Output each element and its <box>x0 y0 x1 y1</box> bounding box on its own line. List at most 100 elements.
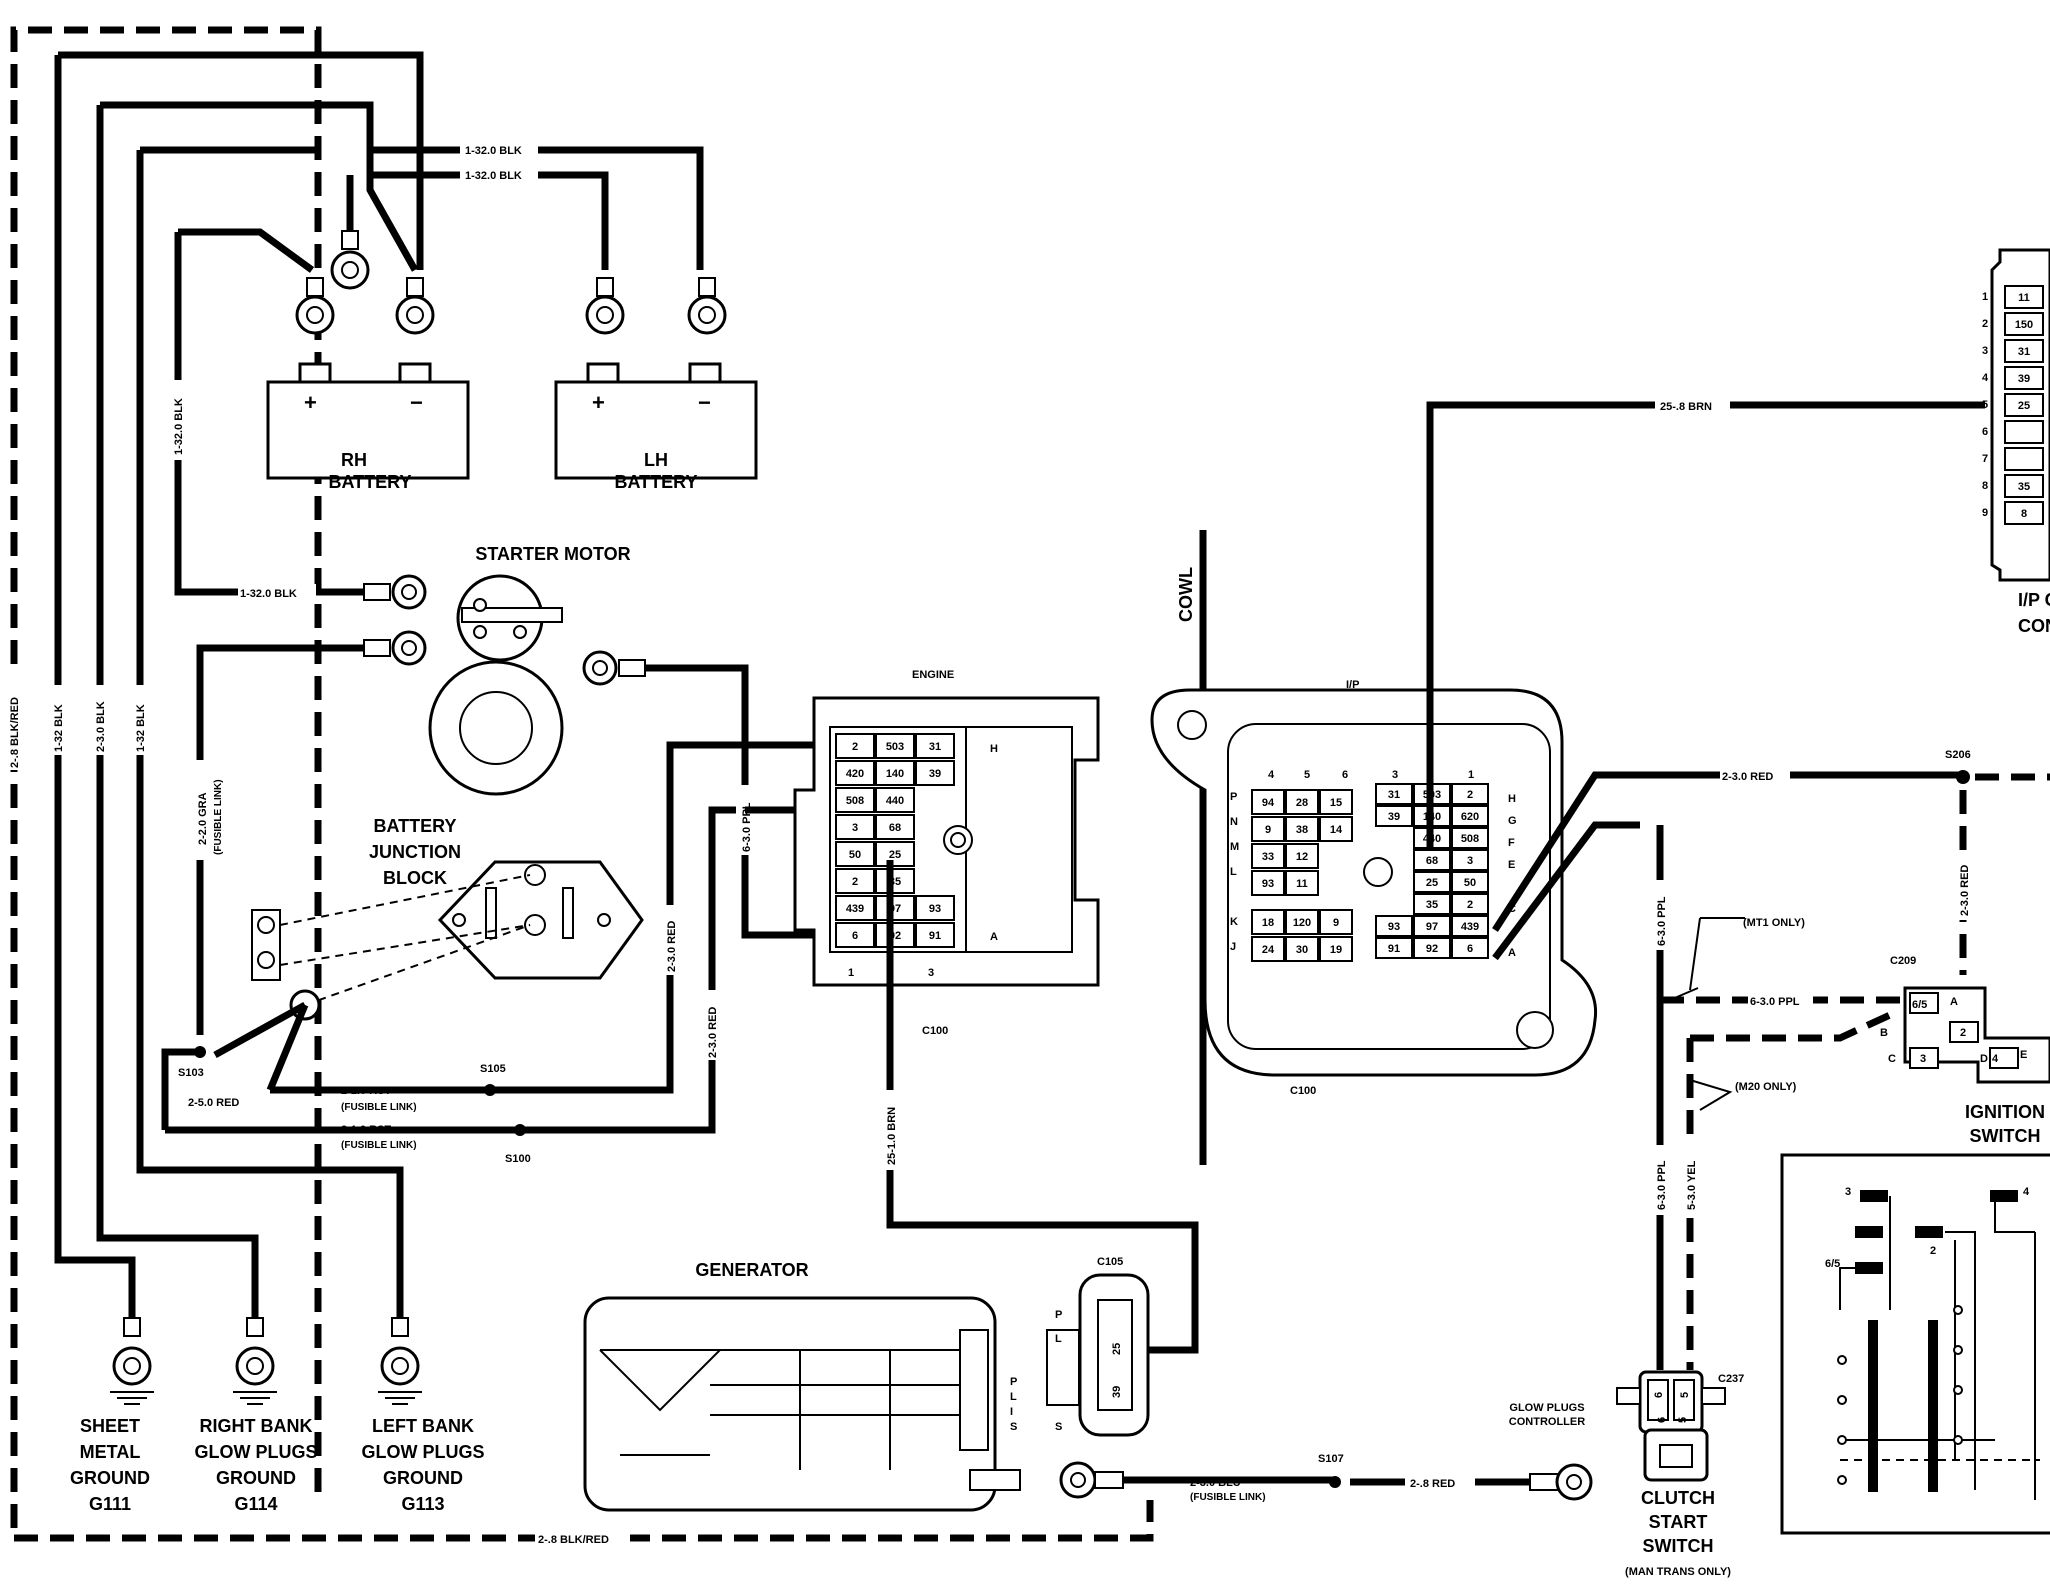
engine-label: ENGINE <box>912 669 954 681</box>
ip-right-pin-label: 439 <box>1461 921 1479 933</box>
wire-label: 2-1.0 RST <box>341 1124 391 1136</box>
battery-ring-terminals <box>295 230 727 335</box>
cluster-pin-cell <box>2004 420 2044 444</box>
cluster-pin-number: 8 <box>1982 480 1988 492</box>
engine-pin-label: 2 <box>852 741 858 753</box>
cluster-pin-cell <box>2004 339 2044 363</box>
wire-labels-battery: 1-32.0 BLK 1-32.0 BLK 1-32.0 BLK 1-32.0 … <box>4 141 630 1546</box>
c209-pin: 3 <box>1920 1053 1926 1065</box>
ip-left-pin-label: 94 <box>1262 797 1275 809</box>
ip-col-number: 4 <box>1268 769 1275 781</box>
ip-col-number: 1 <box>1468 769 1474 781</box>
ground-label: GLOW PLUGS <box>362 1442 485 1462</box>
ip-left-pin-label: 30 <box>1296 944 1308 956</box>
engine-pin-cell <box>915 760 955 786</box>
engine-pin-label: 50 <box>849 849 861 861</box>
wire-label: 1-32 BLK <box>53 704 65 752</box>
man-trans-only: (MAN TRANS ONLY) <box>1625 1566 1731 1578</box>
ip-left-pin-cell <box>1251 789 1285 815</box>
ip-left-pin-cell <box>1319 936 1353 962</box>
c105-connector: C105 P L S 25 39 <box>1046 1256 1150 1437</box>
wire-label: (FUSIBLE LINK) <box>341 1140 417 1151</box>
ip-left-pin-cell <box>1251 816 1285 842</box>
bjb-label: BATTERY <box>374 816 457 836</box>
ip-right-pin-label: 93 <box>1388 921 1400 933</box>
ip-right-pin-label: 2 <box>1467 899 1473 911</box>
ip-left-pin-cell <box>1251 909 1285 935</box>
wire-label: 2-3.0 RED <box>1959 865 1971 916</box>
ip-col-number: 3 <box>1392 769 1398 781</box>
m20-only: (M20 ONLY) <box>1735 1081 1797 1093</box>
ground-label: GROUND <box>70 1468 150 1488</box>
engine-pin-label: 439 <box>846 903 864 915</box>
splice-s107: S107 <box>1318 1453 1344 1465</box>
bjb-label: JUNCTION <box>369 842 461 862</box>
ip-left-pin-label: 9 <box>1265 824 1271 836</box>
wire-label: 25-.8 BRN <box>1660 401 1712 413</box>
c100-label-ip: C100 <box>1290 1085 1316 1097</box>
engine-pin-cell <box>835 868 875 894</box>
engine-pin-label: 440 <box>886 795 904 807</box>
grounds: SHEET METAL GROUND G111 RIGHT BANK GLOW … <box>70 1317 485 1514</box>
engine-pin-label: 508 <box>846 795 864 807</box>
generator-label: GENERATOR <box>695 1260 808 1280</box>
c237-pin: 6 <box>1653 1392 1665 1398</box>
ip-right-pin-cell <box>1451 827 1489 849</box>
clutch-label: SWITCH <box>1643 1536 1714 1556</box>
ip-right-pin-label: 68 <box>1426 855 1438 867</box>
ip-left-pin-label: 12 <box>1296 851 1308 863</box>
ground-label: METAL <box>80 1442 141 1462</box>
side-letter: A <box>990 931 998 943</box>
ip-right-pin-cell <box>1451 893 1489 915</box>
ignition-switch: C209 6/5 2 3 4 A B C D E IGNITION SWITCH… <box>1780 955 2050 1535</box>
ign-terminal: 2 <box>1930 1245 1936 1257</box>
ip-row-letter: K <box>1230 916 1238 928</box>
ip-left-pin-label: 9 <box>1333 917 1339 929</box>
ip-left-pin-label: 11 <box>1296 878 1308 890</box>
engine-pin-cell <box>835 895 875 921</box>
engine-pin-label: 140 <box>886 768 904 780</box>
ip-right-pin-label: 91 <box>1388 943 1400 955</box>
splice-s206: S206 <box>1945 749 1971 761</box>
glow-plugs-feed: 2-3.0 BLU (FUSIBLE LINK) S107 2-.8 RED G… <box>1059 1402 1593 1503</box>
ip-right-pin-label: 35 <box>1426 899 1438 911</box>
ground-label: SHEET <box>80 1416 140 1436</box>
wire-label: 2-3.0 BLU <box>1190 1477 1241 1489</box>
ip-left-pin-cell <box>1251 870 1285 896</box>
engine-pin-cell <box>835 814 875 840</box>
engine-pin-cell <box>915 922 955 948</box>
ground-label: RIGHT BANK <box>200 1416 313 1436</box>
fusible-link-wires: 2-2.0 GRA (FUSIBLE LINK) S103 2-5.0 RED … <box>161 644 820 1165</box>
ip-col-letter: E <box>1508 859 1515 871</box>
ip-row-letter: J <box>1230 941 1236 953</box>
cluster-pin-cell <box>2004 393 2044 417</box>
c209-pin: 4 <box>1992 1053 1999 1065</box>
ip-right-pin-cell <box>1413 871 1451 893</box>
brn-cluster-wire: 25-.8 BRN 2-3.0 RED S206 2-3.0 RED <box>1426 397 2050 975</box>
ip-right-pin-cell <box>1375 915 1413 937</box>
ring-terminal <box>330 230 370 290</box>
wire-label: 2-.8 RED <box>1410 1478 1455 1490</box>
engine-pin-label: 93 <box>929 903 941 915</box>
ground-label: GROUND <box>216 1468 296 1488</box>
engine-pin-label: 420 <box>846 768 864 780</box>
engine-pin-cell <box>875 868 915 894</box>
gen-pin: S <box>1010 1421 1017 1433</box>
clutch-label: START <box>1649 1512 1708 1532</box>
cluster-pin-number: 6 <box>1982 426 1988 438</box>
wire-label: 2-.8 BLK/RED <box>9 697 21 768</box>
cluster-pin-label: 39 <box>2018 373 2030 385</box>
ip-right-pin-label: 25 <box>1426 877 1438 889</box>
engine-pin-label: 39 <box>929 768 941 780</box>
c237-pin: 5 <box>1679 1392 1691 1398</box>
ground-g113 <box>378 1317 422 1405</box>
ip-left-pin-label: 120 <box>1293 917 1311 929</box>
ip-left-pin-label: 19 <box>1330 944 1342 956</box>
ground-label: GLOW PLUGS <box>195 1442 318 1462</box>
ip-left-pin-label: 14 <box>1330 824 1343 836</box>
bottom-number: 3 <box>928 967 934 979</box>
cluster-pin-cell <box>2004 366 2044 390</box>
